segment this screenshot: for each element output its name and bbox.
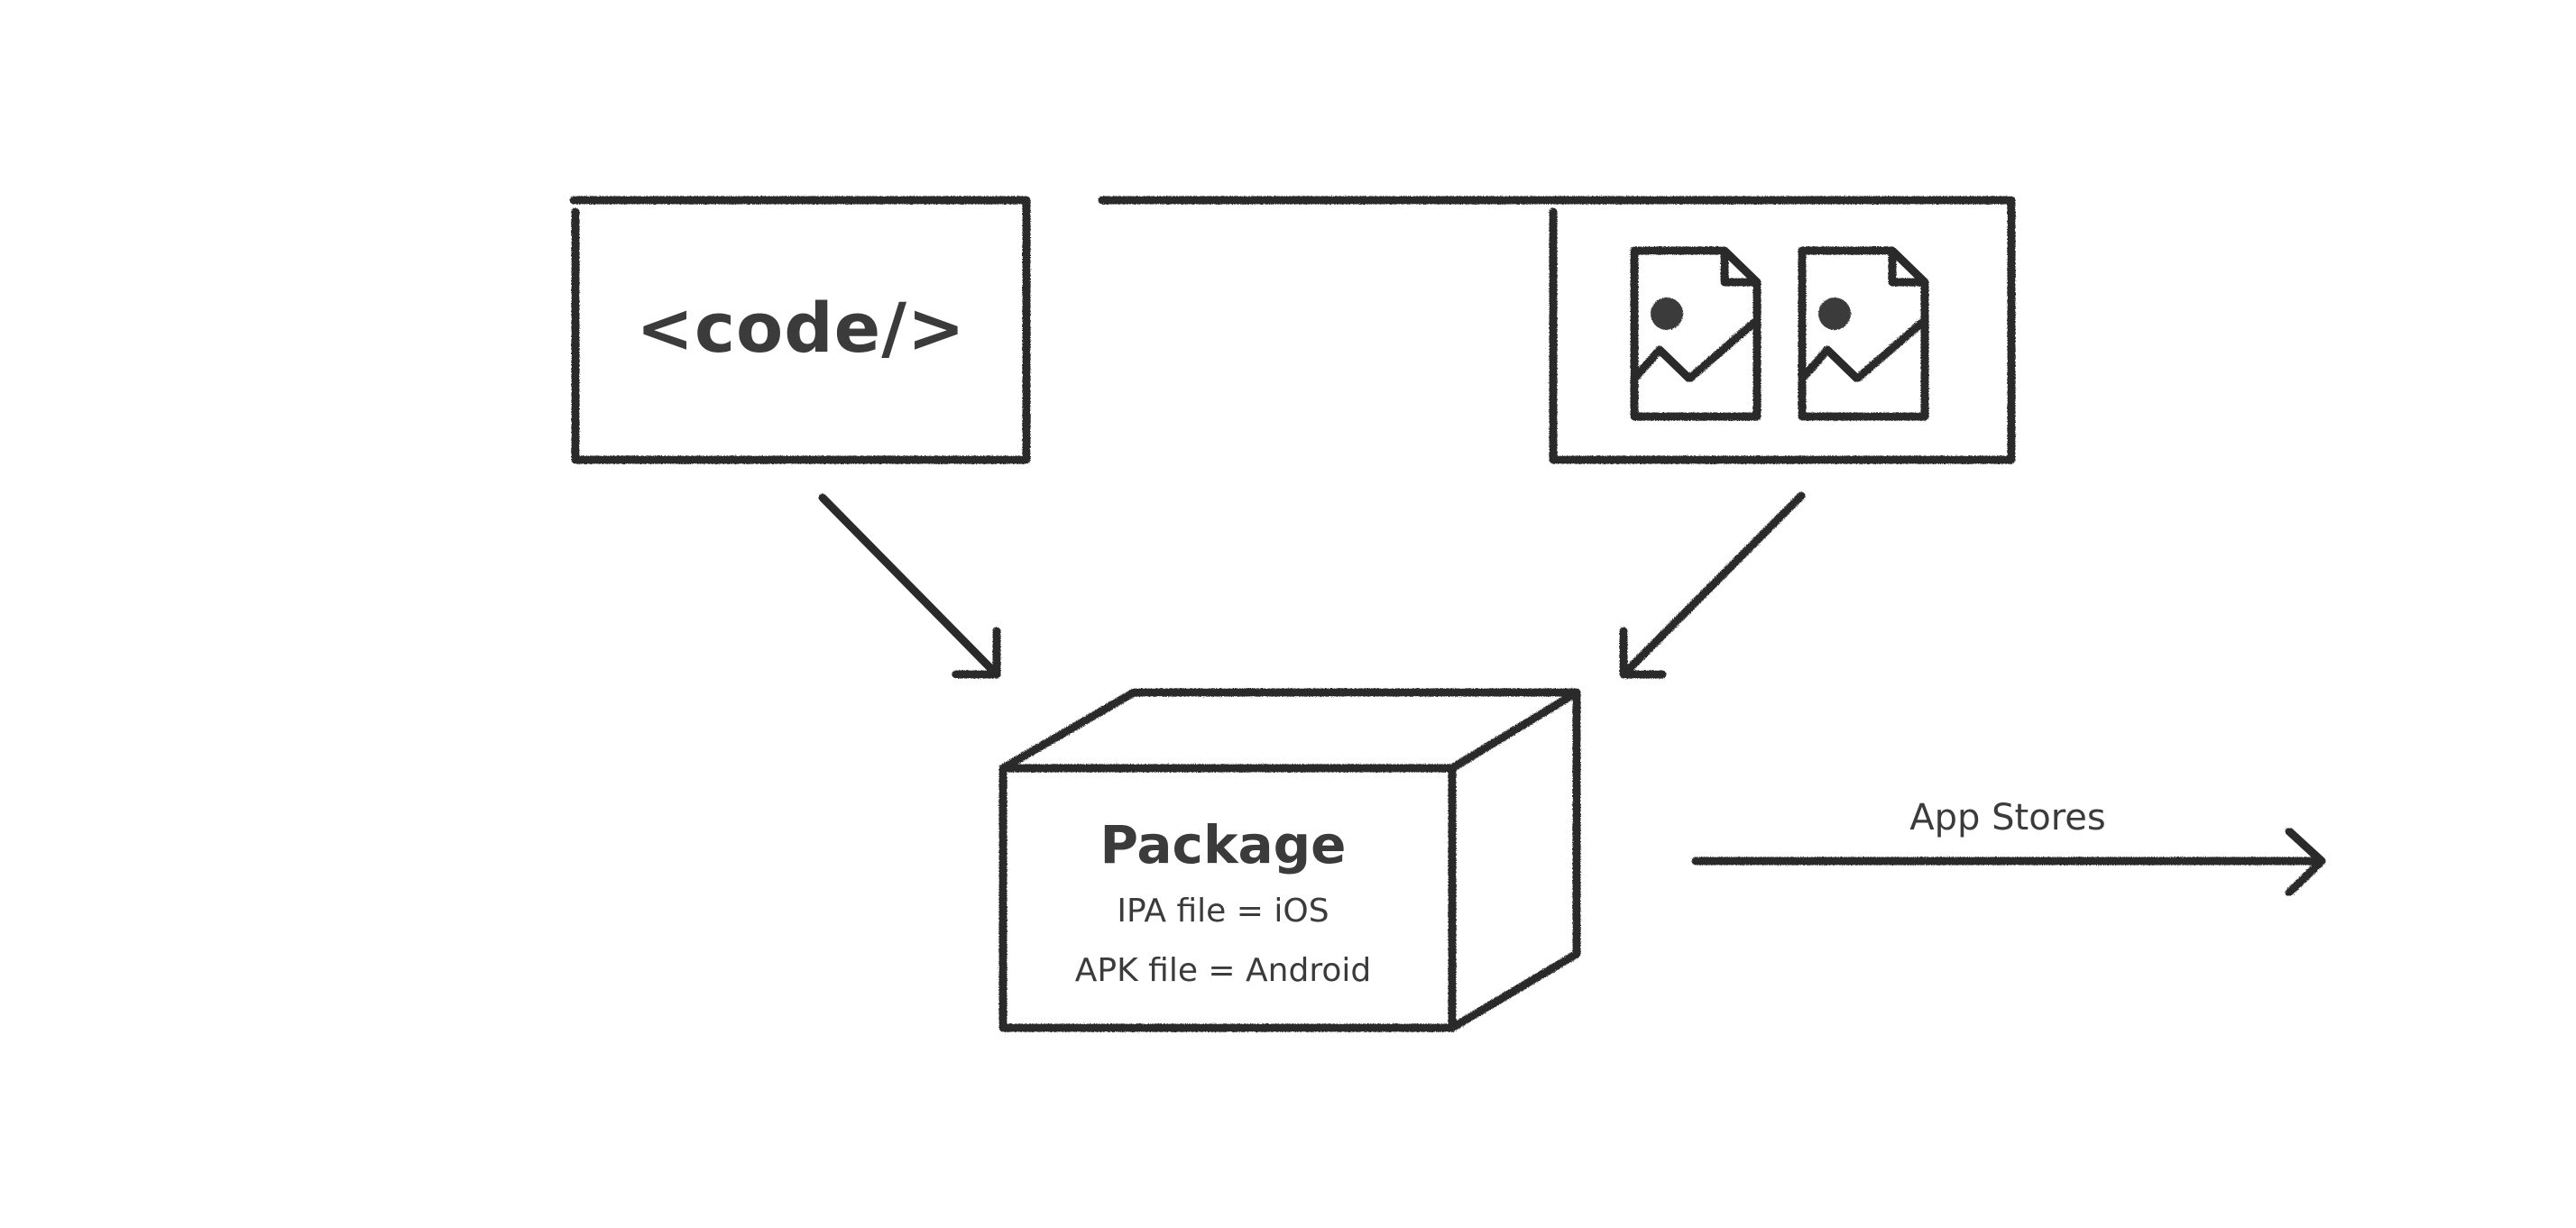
app-stores-arrow: App Stores	[1691, 797, 2326, 897]
code-label: <code/>	[636, 288, 965, 368]
code-box-border	[569, 196, 1031, 464]
assets-box	[1098, 196, 2016, 464]
app-stores-label: App Stores	[1909, 797, 2105, 839]
image-file-icon	[1798, 246, 1929, 421]
package-line-android: APK file = Android	[1075, 952, 1371, 989]
package-title: Package	[1099, 814, 1346, 875]
assets-box-border	[1098, 196, 2016, 464]
package-box: Package IPA file = iOS APK file = Androi…	[998, 688, 1581, 1032]
image-file-icon	[1630, 246, 1762, 421]
assets-to-package-arrow	[1619, 491, 1806, 679]
package-box-outline	[998, 688, 1581, 1032]
code-box: <code/>	[569, 196, 1031, 464]
code-to-package-arrow	[818, 493, 1001, 679]
package-line-ios: IPA file = iOS	[1117, 893, 1329, 930]
